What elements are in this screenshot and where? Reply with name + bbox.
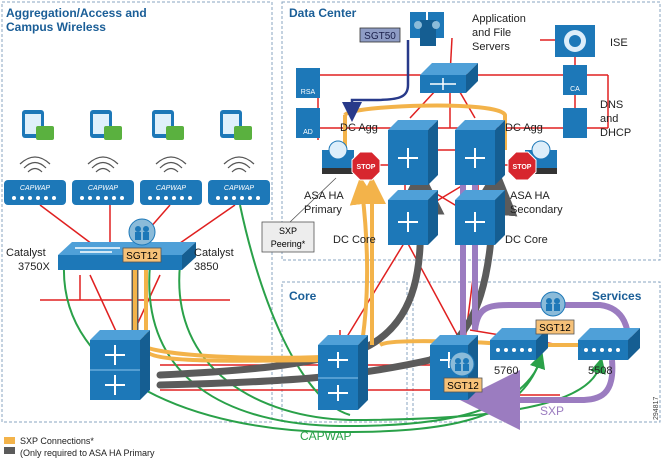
- sxp-peering-callout: SXP Peering*: [261, 177, 337, 253]
- catalyst-3850-label: Catalyst: [194, 247, 234, 259]
- datacenter-zone: [281, 1, 661, 261]
- asa-secondary-label-2: Secondary: [510, 204, 563, 216]
- users-icon: [540, 291, 566, 317]
- sgt12-tag-core: SGT12: [443, 377, 483, 393]
- legend-line2: (Only required to ASA HA Primary: [20, 448, 155, 458]
- wlc-5508: [578, 328, 640, 360]
- svg-text:AD: AD: [303, 129, 313, 136]
- dc-core-right-label: DC Core: [505, 234, 548, 246]
- dns-dhcp-label-3: DHCP: [600, 127, 631, 139]
- aggregation-zone-title: Aggregation/Access and: [6, 6, 147, 20]
- catalyst-3750x-label: Catalyst: [6, 247, 46, 259]
- svg-text:SGT12: SGT12: [447, 381, 479, 392]
- svg-text:CAPWAP: CAPWAP: [88, 185, 119, 192]
- ca-server: CA: [563, 65, 587, 95]
- svg-text:CAPWAP: CAPWAP: [20, 185, 51, 192]
- svg-text:STOP: STOP: [357, 164, 376, 171]
- svg-text:SGT50: SGT50: [364, 31, 396, 42]
- sgt12-tag-services: SGT12: [535, 319, 575, 335]
- dns-dhcp-label-2: and: [600, 113, 618, 125]
- app-servers-label-2: and File: [472, 27, 511, 39]
- stop-icon: STOP: [507, 151, 537, 181]
- svg-text:Peering*: Peering*: [271, 239, 306, 249]
- svg-text:STOP: STOP: [513, 164, 532, 171]
- sxp-arrow-label: SXP: [540, 404, 564, 418]
- svg-text:RSA: RSA: [301, 89, 316, 96]
- wireless-access-point: CAPWAP: [72, 180, 134, 205]
- app-servers-label-3: Servers: [472, 41, 510, 53]
- ise-server: [555, 25, 595, 57]
- svg-text:SGT12: SGT12: [126, 251, 158, 262]
- dc-core-switch-left: [388, 190, 438, 245]
- core-zone-title: Core: [289, 289, 317, 303]
- asa-secondary-label: ASA HA: [510, 190, 550, 202]
- svg-text:CAPWAP: CAPWAP: [156, 185, 187, 192]
- wireless-access-point: CAPWAP: [140, 180, 202, 205]
- app-servers-label: Application: [472, 13, 526, 25]
- wireless-client-devices: [22, 110, 252, 140]
- figure-number: 294817: [653, 397, 660, 420]
- dc-access-switch: [420, 63, 478, 93]
- svg-text:CAPWAP: CAPWAP: [224, 185, 255, 192]
- wlc-5760-label: 5760: [494, 365, 518, 377]
- asa-primary-label: ASA HA: [304, 190, 344, 202]
- dc-core-left-label: DC Core: [333, 234, 376, 246]
- wifi-signal-icons: [19, 156, 255, 173]
- core-zone: [281, 281, 408, 423]
- dc-agg-left-label: DC Agg: [340, 122, 378, 134]
- datacenter-zone-title: Data Center: [289, 6, 357, 20]
- services-zone-title: Services: [592, 289, 642, 303]
- aggregation-switch-stack: [90, 330, 150, 400]
- dc-agg-switch-left: [388, 120, 438, 185]
- tablet-icon: [90, 110, 122, 140]
- svg-text:SXP: SXP: [279, 226, 297, 236]
- users-icon: [449, 351, 475, 377]
- wireless-access-point: CAPWAP: [4, 180, 66, 205]
- legend-line1: SXP Connections*: [20, 436, 94, 446]
- aggregation-zone: [1, 1, 273, 423]
- stop-icon: STOP: [351, 151, 381, 181]
- dc-agg-switch-right: [455, 120, 505, 185]
- wireless-access-point: CAPWAP: [208, 180, 270, 205]
- dc-core-switch-right: [455, 190, 505, 245]
- users-icon: [128, 218, 156, 246]
- dns-dhcp-server: [563, 108, 587, 138]
- svg-text:SGT12: SGT12: [539, 323, 571, 334]
- aggregation-zone-title-2: Campus Wireless: [6, 20, 106, 34]
- asa-primary-firewall: [322, 140, 354, 174]
- dc-agg-right-label: DC Agg: [505, 122, 543, 134]
- tablet-icon: [22, 110, 54, 140]
- sgt50-flow-arrow: [342, 40, 410, 122]
- sgt50-tag: SGT50: [359, 27, 401, 43]
- tablet-icon: [220, 110, 252, 140]
- dns-dhcp-label: DNS: [600, 99, 623, 111]
- asa-primary-label-2: Primary: [304, 204, 342, 216]
- capwap-arrow-label: CAPWAP: [300, 429, 352, 443]
- access-point-group: CAPWAP CAPWAP CAPWAP CAPWAP: [4, 180, 270, 205]
- tablet-icon: [152, 110, 184, 140]
- ad-server: AD: [296, 108, 320, 138]
- wlc-5760: [490, 328, 548, 360]
- svg-text:CA: CA: [570, 86, 580, 93]
- core-switch: [318, 335, 368, 410]
- services-zone: [412, 281, 661, 423]
- legend: SXP Connections* (Only required to ASA H…: [4, 436, 155, 458]
- application-file-servers: [410, 12, 444, 46]
- wlc-5508-label: 5508: [588, 365, 612, 377]
- catalyst-3750x-label-2: 3750X: [18, 261, 50, 273]
- ise-label: ISE: [610, 37, 628, 49]
- rsa-server: RSA: [296, 68, 320, 98]
- catalyst-3850-label-2: 3850: [194, 261, 218, 273]
- sgt12-tag-access: SGT12: [122, 247, 162, 263]
